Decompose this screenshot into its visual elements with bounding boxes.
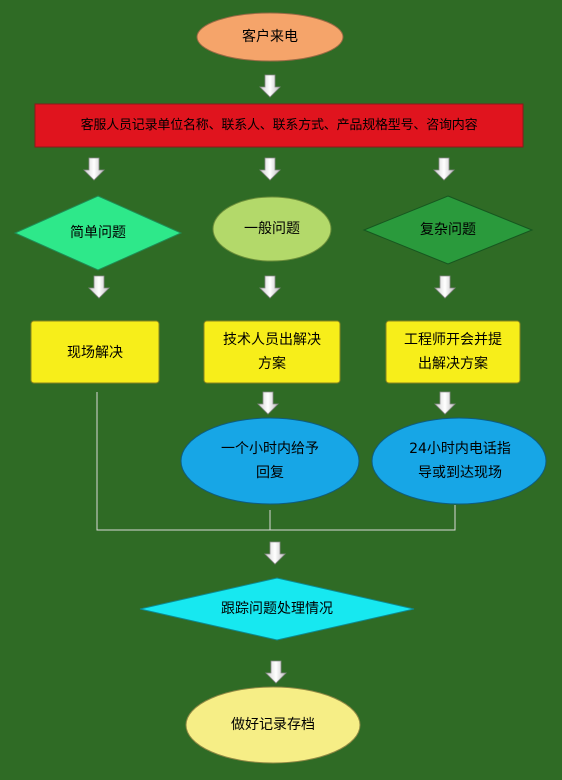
arrow-down-icon bbox=[433, 157, 455, 181]
general-ellipse bbox=[212, 196, 332, 262]
complex-diamond bbox=[362, 195, 534, 265]
connector-line bbox=[96, 392, 456, 531]
record-box bbox=[34, 103, 524, 148]
engineer-box bbox=[385, 320, 521, 384]
archive-ellipse bbox=[185, 686, 361, 764]
track-diamond bbox=[139, 577, 415, 641]
arrow-down-icon bbox=[259, 74, 281, 98]
onsite-box bbox=[30, 320, 160, 384]
arrow-down-icon bbox=[83, 157, 105, 181]
arrow-down-icon bbox=[259, 157, 281, 181]
start-ellipse bbox=[196, 12, 344, 62]
simple-diamond bbox=[13, 195, 183, 271]
arrow-down-icon bbox=[265, 660, 287, 684]
phone-ellipse bbox=[371, 417, 547, 505]
tech-box bbox=[203, 320, 341, 384]
arrow-down-icon bbox=[434, 391, 456, 415]
arrow-down-icon bbox=[88, 275, 110, 299]
arrow-down-icon bbox=[257, 391, 279, 415]
reply-ellipse bbox=[180, 417, 360, 505]
arrow-down-icon bbox=[434, 275, 456, 299]
arrow-down-icon bbox=[264, 541, 286, 565]
arrow-down-icon bbox=[259, 275, 281, 299]
connector-lines bbox=[96, 392, 456, 531]
